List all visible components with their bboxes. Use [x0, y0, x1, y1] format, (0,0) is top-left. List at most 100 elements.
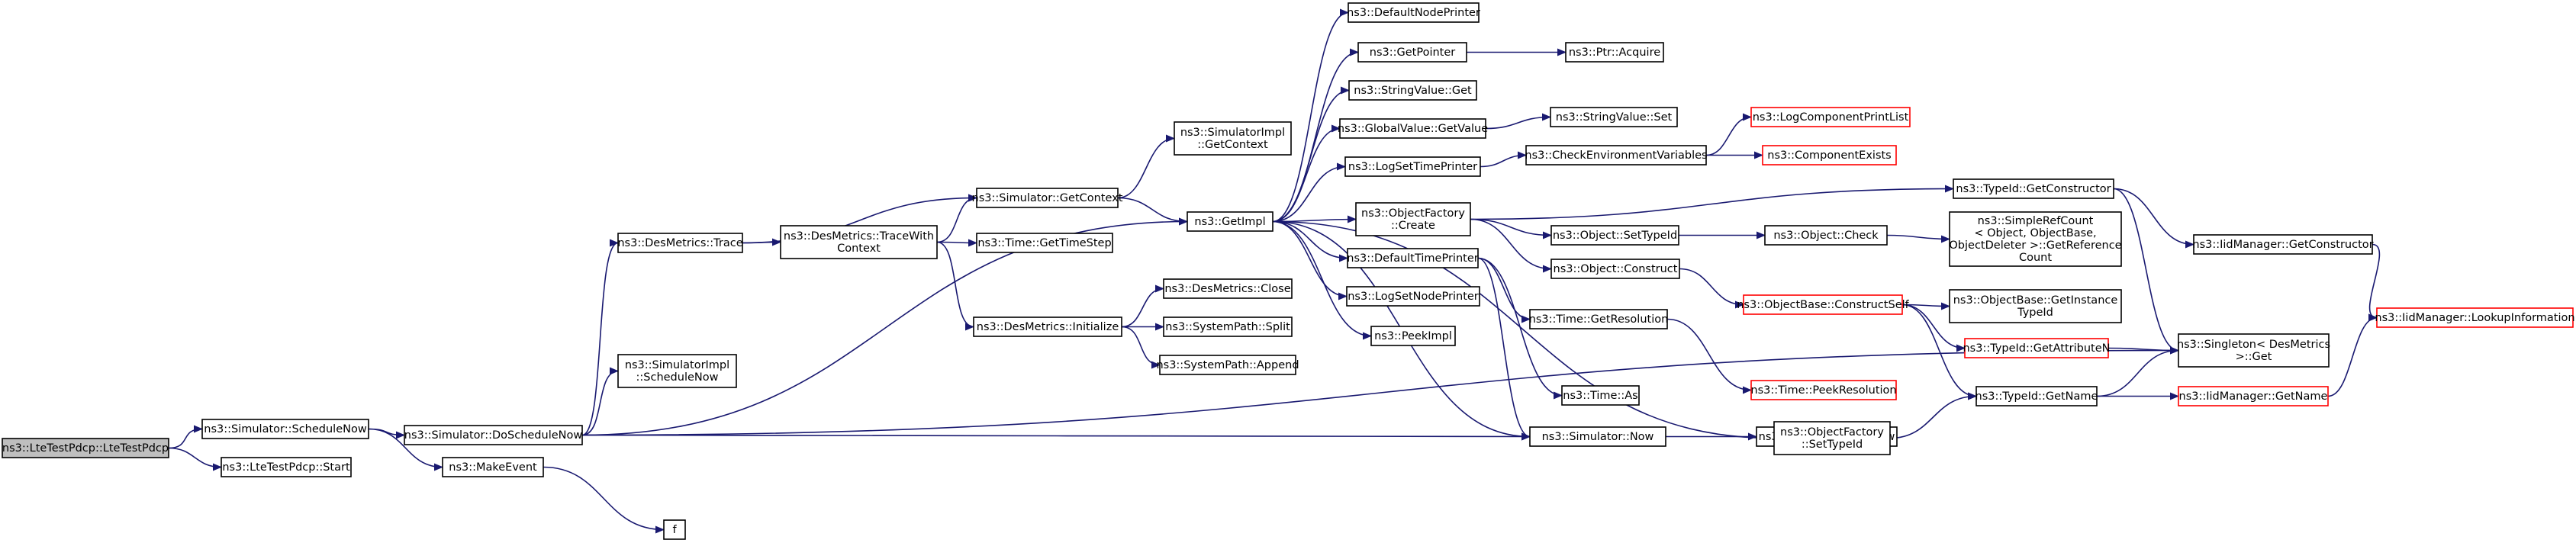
node-label: ns3::DesMetrics::TraceWith [784, 230, 934, 243]
graph-node-singleton-get[interactable]: ns3::Singleton< DesMetrics>::Get [2177, 333, 2330, 368]
node-box [1949, 289, 2122, 323]
graph-node-checkenvvars[interactable]: ns3::CheckEnvironmentVariables [1525, 145, 1708, 165]
graph-node-f[interactable]: f [663, 519, 686, 540]
node-box [1550, 259, 1680, 279]
graph-node-stringvalue-set[interactable]: ns3::StringValue::Set [1550, 107, 1678, 127]
edge-doschedulenow-to-simulator-now [581, 432, 1531, 441]
node-box [1550, 107, 1678, 127]
node-label: ns3::TypeId::GetAttributeN [1963, 342, 2110, 355]
node-label: >::Get [2236, 351, 2272, 363]
node-box [1743, 294, 1903, 315]
graph-node-logcomponentprintlist[interactable]: ns3::LogComponentPrintList [1750, 107, 1911, 127]
graph-node-simulator-now[interactable]: ns3::Simulator::Now [1529, 426, 1666, 447]
edge-time-getresolution-to-time-peekresolution [1666, 318, 1752, 394]
graph-node-iidmanager-getconstructor[interactable]: ns3::IidManager::GetConstructor [2192, 234, 2374, 255]
edge-sim-getcontext-to-simimpl-getcontext [1117, 134, 1175, 199]
edge-typeid-getconstructor-to-singleton-get [2113, 188, 2179, 355]
graph-node-systempath-split[interactable]: ns3::SystemPath::Split [1163, 316, 1293, 337]
graph-node-logsettimeprinter[interactable]: ns3::LogSetTimePrinter [1344, 156, 1481, 177]
edge-typeid-getconstructor-to-iidmanager-getconstructor [2113, 188, 2194, 249]
edge-iidmanager-getname-to-iidmanager-lookupinformation [2327, 313, 2378, 397]
graph-node-desmetrics-trace[interactable]: ns3::DesMetrics::Trace [617, 233, 743, 253]
graph-node-componentexists[interactable]: ns3::ComponentExists [1762, 145, 1897, 165]
node-box [1953, 178, 2114, 199]
edge-defaulttimeprinter-to-simulator-now [1477, 257, 1531, 441]
graph-node-iidmanager-getname[interactable]: ns3::IidManager::GetName [2178, 386, 2329, 406]
edge-schedulenow-to-makeevent [368, 428, 443, 471]
graph-node-root[interactable]: ns3::LteTestPdcp::LteTestPdcp [2, 438, 169, 458]
graph-node-time-peekresolution[interactable]: ns3::Time::PeekResolution [1750, 380, 1897, 400]
graph-node-typeid-getname[interactable]: ns3::TypeId::GetName [1975, 386, 2098, 406]
node-label: ObjectDeleter >::GetReference [1949, 239, 2121, 252]
node-label: f [672, 524, 677, 536]
node-box [617, 233, 743, 253]
graph-node-iidmanager-lookupinformation[interactable]: ns3::IidManager::LookupInformation [2375, 307, 2575, 328]
node-box [1750, 107, 1911, 127]
graph-node-lognodeprinter[interactable]: ns3::LogSetNodePrinter [1346, 286, 1480, 307]
graph-node-globalvalue-getvalue[interactable]: ns3::GlobalValue::GetValue [1338, 118, 1488, 139]
graph-node-typeid-getattributen[interactable]: ns3::TypeId::GetAttributeN [1963, 338, 2111, 358]
node-box [1344, 156, 1481, 177]
edge-sim-getcontext-to-getimpl [1117, 197, 1188, 226]
graph-node-systempath-append[interactable]: ns3::SystemPath::Append [1156, 355, 1299, 375]
node-label: ns3::Simulator::Now [1542, 431, 1654, 443]
node-label: ns3::GetImpl [1194, 216, 1265, 228]
graph-node-peekimpl[interactable]: ns3::PeekImpl [1370, 326, 1456, 346]
node-box [1355, 202, 1471, 236]
node-box [780, 225, 938, 259]
edge-getimpl-to-globalvalue-getvalue [1272, 124, 1341, 223]
graph-node-object-settypeid[interactable]: ns3::Object::SetTypeId [1550, 225, 1679, 246]
graph-node-object-construct[interactable]: ns3::Object::Construct [1550, 259, 1680, 279]
edge-objectfactory-create-to-object-construct [1470, 218, 1552, 273]
graph-node-objectfactory-settypeid[interactable]: ns3::ObjectFactory::SetTypeId [1773, 421, 1891, 455]
graph-node-doschedulenow[interactable]: ns3::Simulator::DoScheduleNow [404, 425, 583, 445]
node-label: ns3::Time::GetTimeStep [977, 237, 1111, 249]
graph-node-object-check[interactable]: ns3::Object::Check [1764, 225, 1888, 246]
graph-node-typeid-getconstructor[interactable]: ns3::TypeId::GetConstructor [1953, 178, 2114, 199]
edge-objectfactory-create-to-object-settypeid [1470, 218, 1552, 239]
graph-node-defaulttimeprinter[interactable]: ns3::DefaultTimePrinter [1347, 248, 1479, 268]
graph-node-time-as[interactable]: ns3::Time::As [1561, 385, 1640, 406]
graph-node-stringvalue-get[interactable]: ns3::StringValue::Get [1348, 80, 1477, 101]
graph-node-time-getresolution[interactable]: ns3::Time::GetResolution [1529, 309, 1669, 329]
graph-node-getpointer[interactable]: ns3::GetPointer [1357, 42, 1467, 63]
graph-node-simplerefcount[interactable]: ns3::SimpleRefCount< Object, ObjectBase,… [1949, 211, 2122, 267]
graph-node-schedulenow[interactable]: ns3::Simulator::ScheduleNow [201, 419, 369, 439]
graph-node-objectfactory-create[interactable]: ns3::ObjectFactory::Create [1355, 202, 1471, 236]
edge-object-construct-to-objectbase-constructself [1679, 268, 1744, 309]
graph-node-start[interactable]: ns3::LteTestPdcp::Start [221, 457, 352, 477]
node-label: ns3::SimpleRefCount [1978, 215, 2094, 227]
node-box [1357, 42, 1467, 63]
graph-node-desmetrics-initialize[interactable]: ns3::DesMetrics::Initialize [973, 316, 1122, 337]
graph-node-objectbase-constructself[interactable]: ns3::ObjectBase::ConstructSelf [1737, 294, 1910, 315]
node-label: ns3::ComponentExists [1767, 149, 1892, 162]
graph-node-defaultnodeprinter[interactable]: ns3::DefaultNodePrinter [1347, 2, 1480, 23]
edge-objectbase-constructself-to-typeid-getname [1901, 304, 1977, 400]
graph-node-ptr-acquire[interactable]: ns3::Ptr::Acquire [1565, 42, 1664, 63]
node-box [2, 438, 169, 458]
node-label: ns3::Object::SetTypeId [1553, 230, 1677, 242]
node-box [976, 188, 1119, 208]
node-label: ns3::Time::PeekResolution [1750, 384, 1896, 397]
graph-node-simimpl-getcontext[interactable]: ns3::SimulatorImpl::GetContext [1174, 121, 1292, 156]
edge-root-to-start [168, 447, 222, 471]
graph-node-makeevent[interactable]: ns3::MakeEvent [442, 457, 544, 477]
node-box [1529, 426, 1666, 447]
node-label: ns3::Singleton< DesMetrics [2177, 339, 2330, 351]
edge-getimpl-to-defaultnodeprinter [1272, 8, 1349, 223]
node-label: ns3::CheckEnvironmentVariables [1525, 149, 1707, 162]
node-label: ns3::ObjectBase::GetInstance [1953, 294, 2118, 307]
graph-node-sim-getcontext[interactable]: ns3::Simulator::GetContext [972, 188, 1123, 208]
node-label: ns3::DefaultTimePrinter [1347, 252, 1478, 265]
node-label: ns3::PeekImpl [1374, 330, 1452, 342]
node-label: ns3::DefaultNodePrinter [1347, 7, 1480, 19]
edge-objectfactory-settypeid-to-typeid-getname [1889, 392, 1977, 439]
graph-node-time-gettimestep[interactable]: ns3::Time::GetTimeStep [976, 233, 1113, 253]
graph-node-simimpl-schedulenow[interactable]: ns3::SimulatorImpl::ScheduleNow [617, 354, 737, 388]
graph-node-getimpl[interactable]: ns3::GetImpl [1187, 211, 1274, 232]
node-box [1773, 421, 1891, 455]
graph-node-desmetrics-close[interactable]: ns3::DesMetrics::Close [1163, 278, 1293, 299]
node-box [2178, 333, 2330, 368]
